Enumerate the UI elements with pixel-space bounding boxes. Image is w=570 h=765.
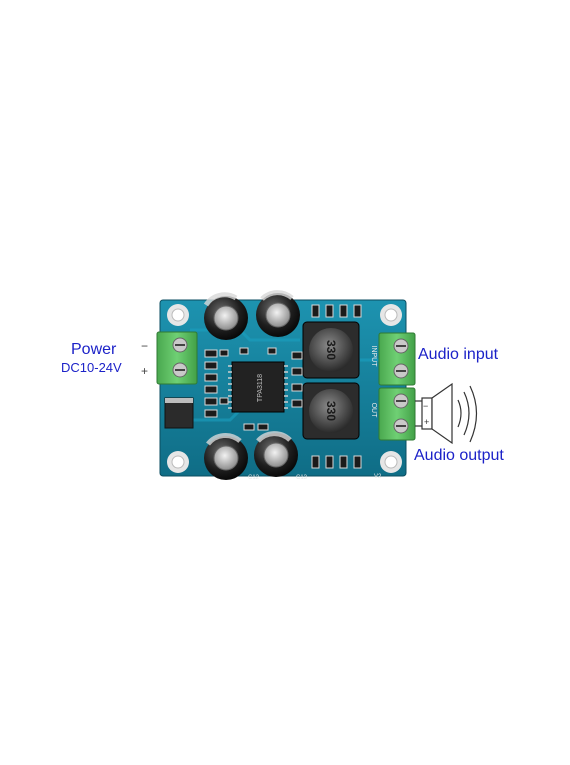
capacitor-top-right <box>256 290 300 337</box>
smd-diode <box>164 397 194 429</box>
speaker-plus-symbol: + <box>424 417 429 427</box>
input-silkscreen: INPUT <box>370 346 377 368</box>
capacitor-bottom-right <box>254 431 298 477</box>
c12-silkscreen: C12 <box>248 475 260 481</box>
audio-input-label: Audio input <box>418 346 499 363</box>
inductor-bottom-marking: 330 <box>324 401 338 421</box>
capacitor-bottom-left <box>204 433 248 480</box>
power-voltage-label: DC10-24V <box>61 360 122 375</box>
audio-input-terminal <box>378 332 416 386</box>
audio-output-label: Audio output <box>414 447 504 464</box>
power-plus-symbol: + <box>141 364 149 378</box>
capacitor-top-left <box>203 292 248 340</box>
power-minus-symbol: − <box>141 339 149 353</box>
inductor-bottom: 330 <box>302 382 360 440</box>
inductor-top-marking: 330 <box>324 340 338 360</box>
chip-label: TPA3118 <box>257 374 264 402</box>
out-silkscreen: OUT <box>370 403 377 419</box>
amplifier-chip: TPA3118 <box>228 361 288 413</box>
inductor-top: 330 <box>302 321 360 379</box>
c13-silkscreen: C13 <box>296 475 308 481</box>
audio-output-terminal <box>378 387 416 441</box>
speaker-minus-symbol: − <box>423 401 428 411</box>
speaker-icon <box>415 382 478 445</box>
mounting-holes <box>167 304 402 473</box>
v2-silkscreen: V2 <box>374 474 382 480</box>
smd-components <box>204 304 362 469</box>
power-terminal <box>156 331 198 385</box>
power-label: Power <box>71 341 117 358</box>
